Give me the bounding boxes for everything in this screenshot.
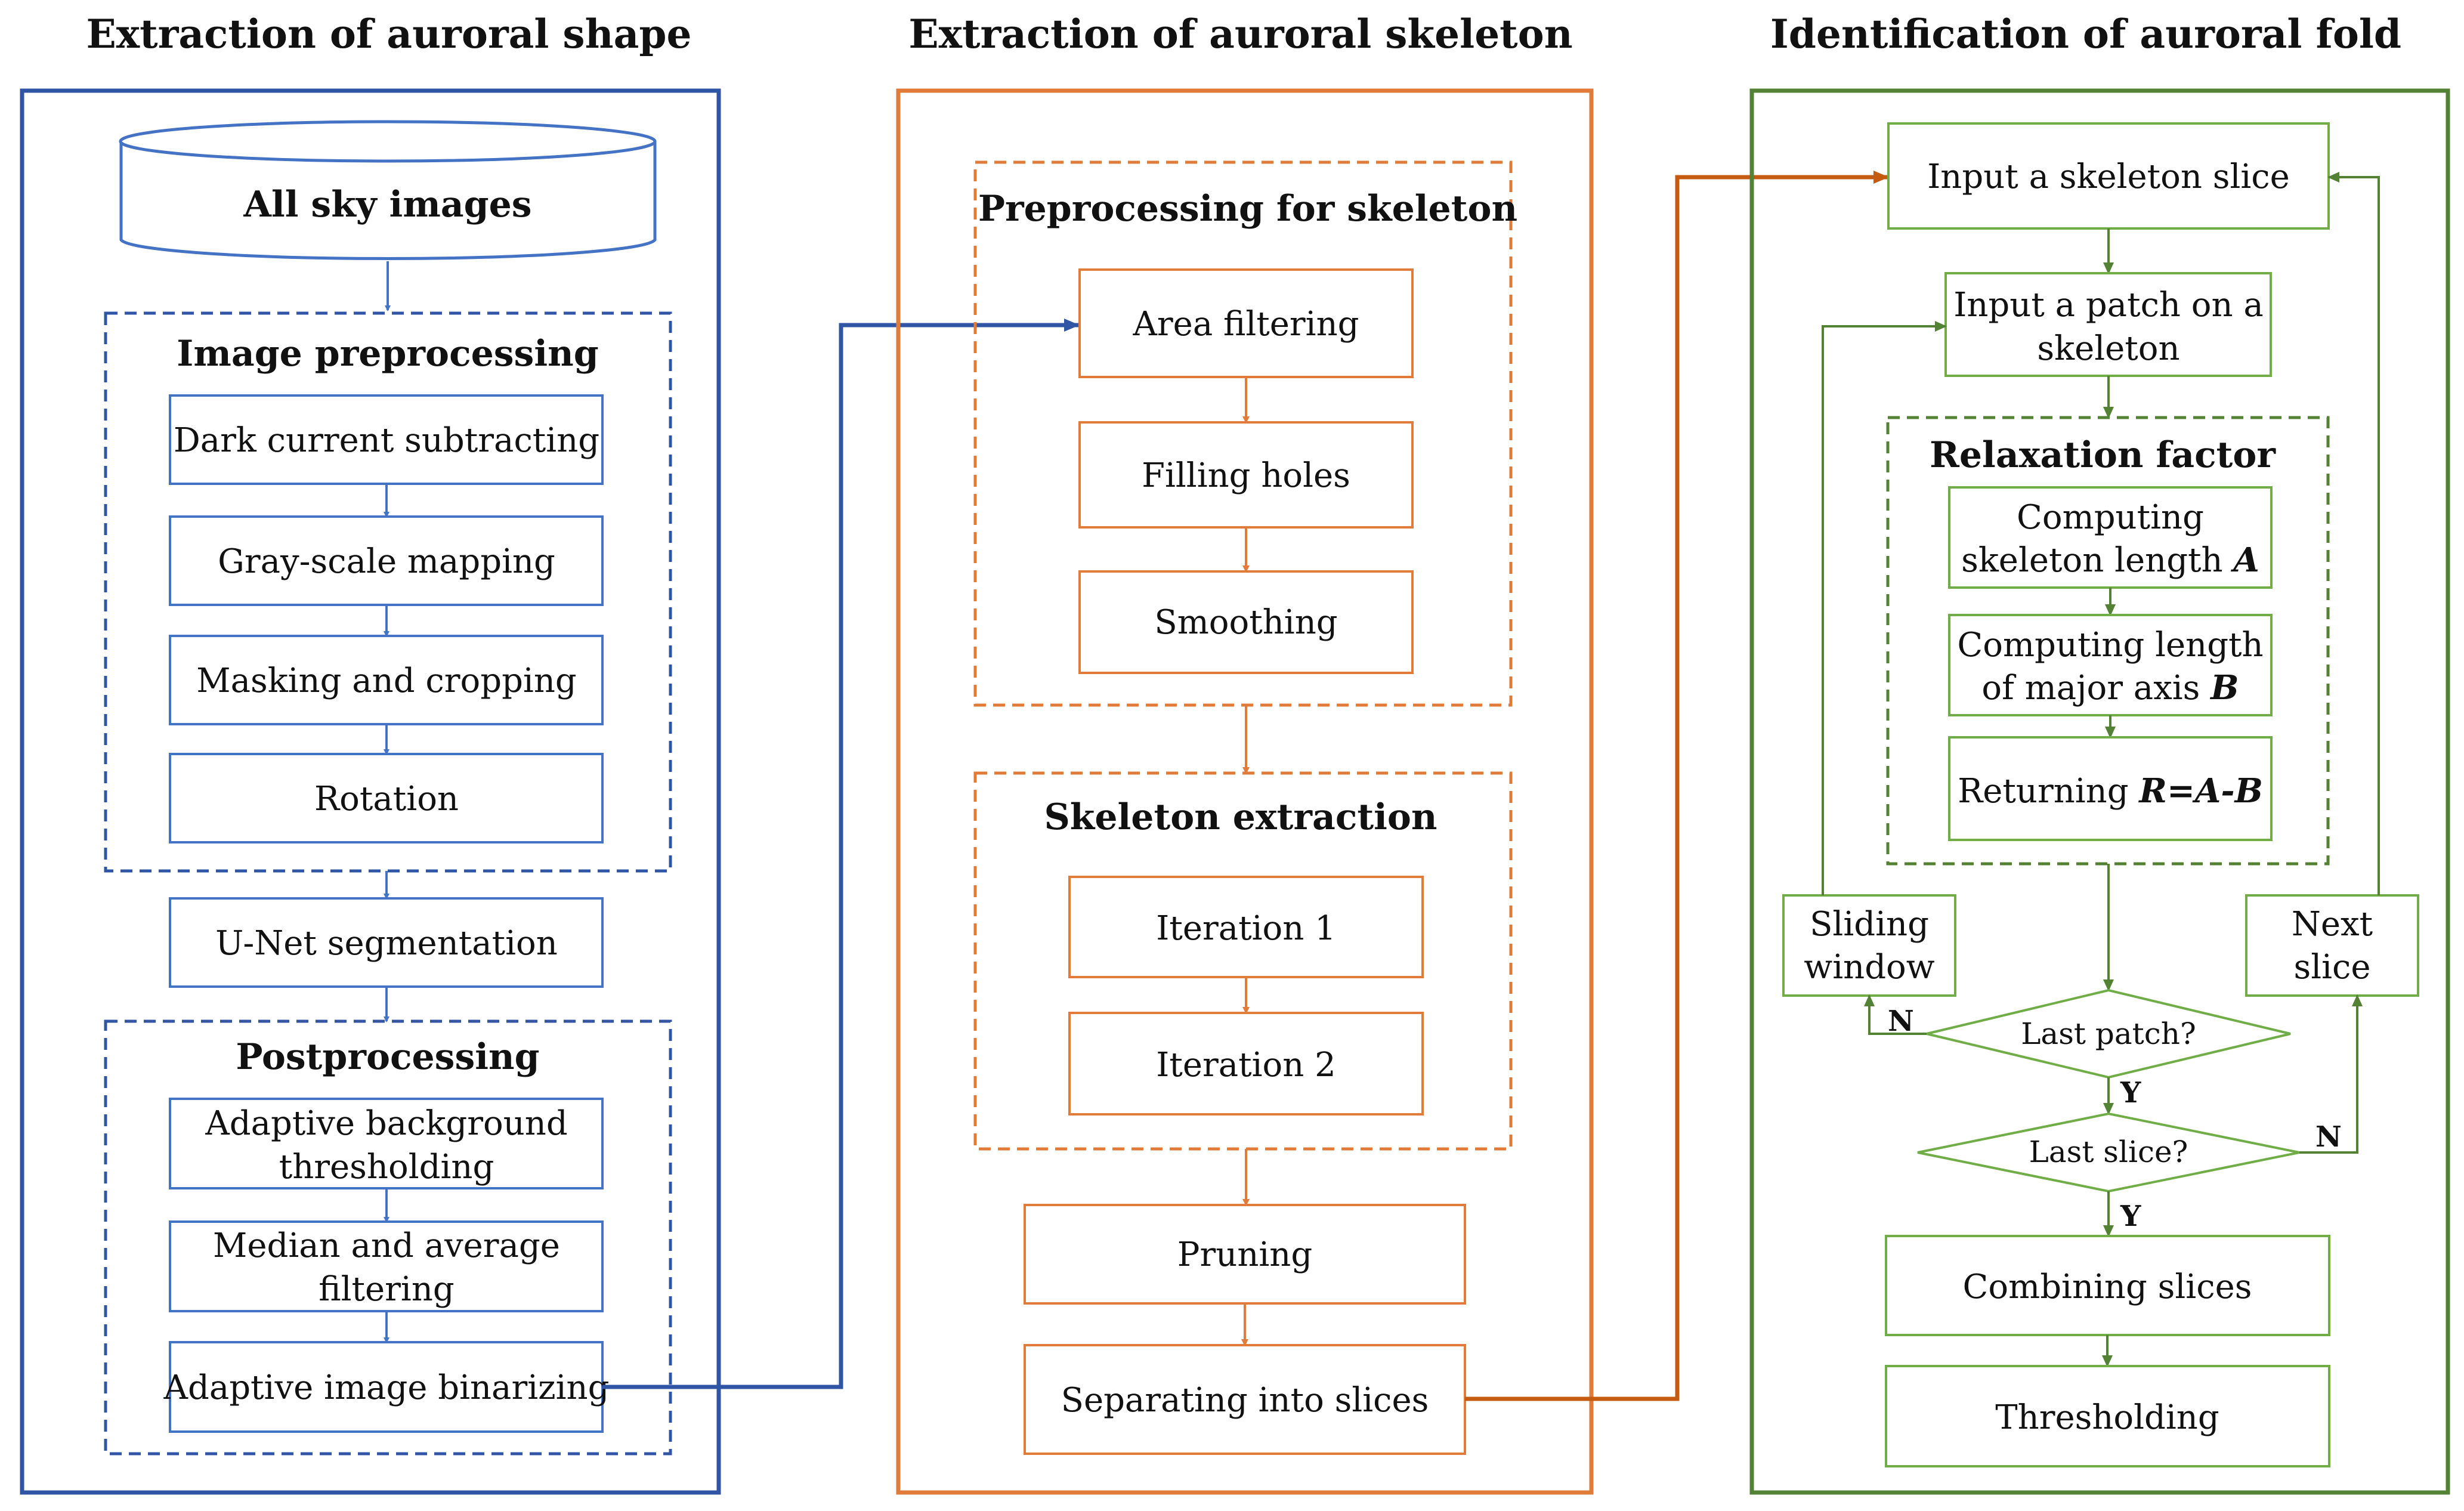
shape-column-frame xyxy=(20,88,721,1495)
step-unet-label: U-Net segmentation xyxy=(215,924,558,963)
minus-sign: - xyxy=(2221,771,2234,811)
postprocessing-group xyxy=(104,1019,672,1456)
computing-a-text: skeleton length xyxy=(1961,541,2233,580)
step-adaptive-binarizing: Adaptive image binarizing xyxy=(163,1341,610,1433)
connector-last-slice-no xyxy=(2299,994,2363,1154)
step-pruning-label: Pruning xyxy=(1177,1235,1312,1274)
step-rotation: Rotation xyxy=(169,753,604,843)
step-adaptive-binarizing-label: Adaptive image binarizing xyxy=(163,1368,610,1407)
returning-text: Returning xyxy=(1958,772,2139,811)
connector-skeleton-to-fold xyxy=(1465,171,1889,1401)
fold-column-title: Identification of auroral fold xyxy=(1770,11,2401,57)
step-iteration-2-label: Iteration 2 xyxy=(1156,1046,1336,1084)
step-iteration-1-label: Iteration 1 xyxy=(1156,909,1336,948)
variable-b: B xyxy=(2209,668,2239,707)
step-input-patch: Input a patch on a skeleton xyxy=(1944,272,2272,377)
preprocessing-skeleton-label: Preprocessing for skeleton xyxy=(978,188,1517,230)
step-combining-slices-label: Combining slices xyxy=(1963,1268,2252,1306)
step-input-slice: Input a skeleton slice xyxy=(1887,122,2330,230)
step-dark-current: Dark current subtracting xyxy=(169,394,604,485)
step-next-slice-line2: slice xyxy=(2293,948,2370,987)
variable-a: A xyxy=(2230,540,2259,580)
step-filling-holes-label: Filling holes xyxy=(1142,456,1350,495)
step-masking: Masking and cropping xyxy=(169,635,604,725)
step-area-filtering-label: Area filtering xyxy=(1132,305,1359,344)
skeleton-extraction-group xyxy=(973,771,1513,1151)
skeleton-extraction-label: Skeleton extraction xyxy=(1044,796,1437,838)
step-next-slice: Next slice xyxy=(2245,894,2419,997)
shape-column-title: Extraction of auroral shape xyxy=(86,11,692,57)
step-thresholding: Thresholding xyxy=(1885,1365,2330,1467)
fold-column-frame xyxy=(1749,88,2450,1495)
step-separating: Separating into slices xyxy=(1024,1344,1466,1455)
step-thresholding-label: Thresholding xyxy=(1995,1398,2219,1437)
decision-last-slice-label: Last slice? xyxy=(2029,1135,2188,1169)
decision-last-slice: Last slice? xyxy=(1917,1112,2300,1193)
decision-last-patch-label: Last patch? xyxy=(2021,1016,2196,1051)
step-input-patch-line1: Input a patch on a xyxy=(1953,286,2264,325)
step-computing-b-line1: Computing length xyxy=(1957,626,2263,665)
computing-b-text: of major axis xyxy=(1981,669,2211,707)
step-filling-holes: Filling holes xyxy=(1078,421,1414,529)
step-dark-current-label: Dark current subtracting xyxy=(174,421,599,460)
image-preprocessing-label: Image preprocessing xyxy=(177,333,598,375)
step-input-slice-label: Input a skeleton slice xyxy=(1927,157,2290,196)
preprocessing-skeleton-group xyxy=(973,160,1513,707)
step-computing-b-line2: of major axis B xyxy=(1981,668,2239,707)
step-gray-scale-label: Gray-scale mapping xyxy=(218,542,555,581)
image-preprocessing-group xyxy=(104,311,672,873)
connector-sliding-to-patch xyxy=(1822,321,1947,895)
variable-b-in-formula: B xyxy=(2234,771,2263,811)
step-computing-a-line1: Computing xyxy=(2017,498,2204,537)
step-median-average-line1: Median and average xyxy=(213,1226,560,1265)
step-gray-scale: Gray-scale mapping xyxy=(169,515,604,606)
step-sliding-window-line2: window xyxy=(1804,948,1934,987)
step-returning-r-label: Returning R=A-B xyxy=(1958,771,2263,811)
last-slice-no-label: N xyxy=(2315,1120,2342,1154)
equals-sign: = xyxy=(2167,771,2195,811)
last-patch-no-label: N xyxy=(1888,1005,1914,1038)
step-returning-r: Returning R=A-B xyxy=(1948,736,2273,841)
step-adaptive-background-line2: thresholding xyxy=(279,1148,494,1186)
step-separating-label: Separating into slices xyxy=(1061,1381,1429,1420)
skeleton-column-title: Extraction of auroral skeleton xyxy=(908,11,1572,57)
step-iteration-2: Iteration 2 xyxy=(1068,1012,1424,1116)
decision-last-patch: Last patch? xyxy=(1926,988,2291,1079)
step-rotation-label: Rotation xyxy=(314,780,459,818)
database-label: All sky images xyxy=(243,184,531,225)
step-masking-label: Masking and cropping xyxy=(196,662,577,700)
connector-shape-to-skeleton xyxy=(602,319,1080,1389)
step-smoothing: Smoothing xyxy=(1078,570,1414,674)
step-iteration-1: Iteration 1 xyxy=(1068,876,1424,978)
step-area-filtering: Area filtering xyxy=(1078,268,1414,378)
skeleton-column-frame xyxy=(896,88,1594,1495)
last-slice-yes-label: Y xyxy=(2120,1200,2141,1233)
step-smoothing-label: Smoothing xyxy=(1154,603,1337,642)
relaxation-factor-label: Relaxation factor xyxy=(1930,434,2276,476)
step-input-patch-line2: skeleton xyxy=(2037,329,2179,368)
step-computing-a-line2: skeleton length A xyxy=(1961,540,2259,580)
variable-r: R xyxy=(2138,771,2167,811)
step-sliding-window: Sliding window xyxy=(1782,894,1956,997)
step-computing-b: Computing length of major axis B xyxy=(1948,614,2273,716)
postprocessing-label: Postprocessing xyxy=(236,1036,539,1078)
step-pruning: Pruning xyxy=(1024,1204,1466,1305)
step-median-average-line2: filtering xyxy=(319,1270,455,1309)
step-unet: U-Net segmentation xyxy=(169,897,604,988)
step-next-slice-line1: Next xyxy=(2292,905,2373,944)
variable-a-in-formula: A xyxy=(2192,771,2221,811)
step-sliding-window-line1: Sliding xyxy=(1810,905,1929,944)
relaxation-factor-group xyxy=(1886,416,2330,866)
connector-next-to-input-slice xyxy=(2327,172,2380,895)
step-median-average: Median and average filtering xyxy=(169,1220,604,1312)
connector-last-patch-no xyxy=(1864,994,1927,1035)
all-sky-images-database: All sky images xyxy=(119,120,657,260)
step-combining-slices: Combining slices xyxy=(1885,1235,2330,1336)
step-adaptive-background: Adaptive background thresholding xyxy=(169,1098,604,1189)
step-computing-a: Computing skeleton length A xyxy=(1948,486,2273,589)
step-adaptive-background-line1: Adaptive background xyxy=(205,1104,567,1143)
last-patch-yes-label: Y xyxy=(2120,1076,2141,1110)
